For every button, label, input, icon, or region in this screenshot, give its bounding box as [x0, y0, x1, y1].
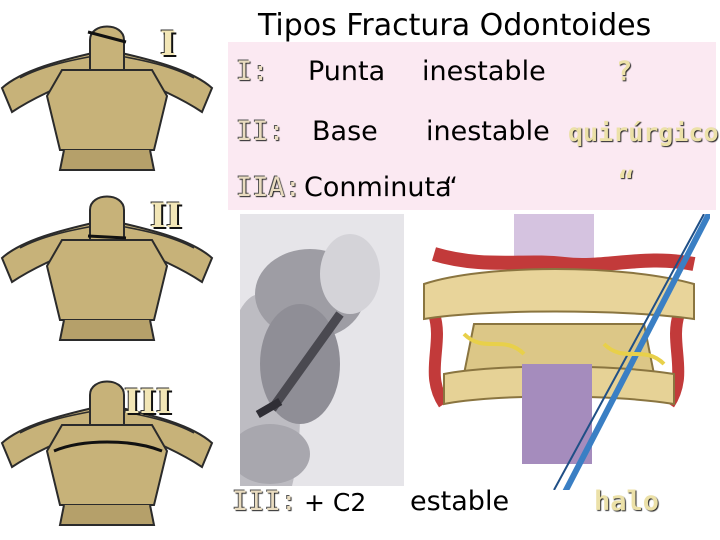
row3-location: Conminuta	[304, 172, 452, 203]
vertebra-type-i	[2, 27, 212, 171]
type-iii-label: III	[124, 382, 172, 422]
slide-title: Tipos Fractura Odontoides	[258, 8, 651, 43]
type-ii-label: II	[150, 196, 182, 236]
bottom-treatment: halo	[594, 486, 659, 517]
row2-location: Base	[312, 116, 378, 147]
row1-stability: inestable	[422, 56, 546, 87]
bottom-location: + C2	[304, 488, 366, 517]
type-i-label: I	[160, 24, 176, 64]
surgical-c2-illustration	[404, 214, 710, 490]
row3-stability: “	[444, 172, 458, 203]
vertebra-type-iii	[2, 382, 212, 526]
row2-treatment: quirúrgico	[568, 118, 719, 147]
xray-screw-fixation-image	[240, 214, 406, 486]
bottom-label: III:	[232, 486, 297, 517]
row1-treatment: ?	[616, 56, 632, 87]
classification-table: I: Punta inestable ? II: Base inestable …	[228, 42, 716, 210]
row2-label: II:	[236, 116, 285, 147]
vertebra-diagram-column	[0, 0, 240, 540]
bottom-stability: estable	[410, 486, 509, 517]
row2-stability: inestable	[426, 116, 550, 147]
row1-location: Punta	[308, 56, 385, 87]
row3-label: IIA:	[236, 172, 301, 203]
row3-treatment: “	[618, 166, 634, 197]
row1-label: I:	[236, 56, 269, 87]
